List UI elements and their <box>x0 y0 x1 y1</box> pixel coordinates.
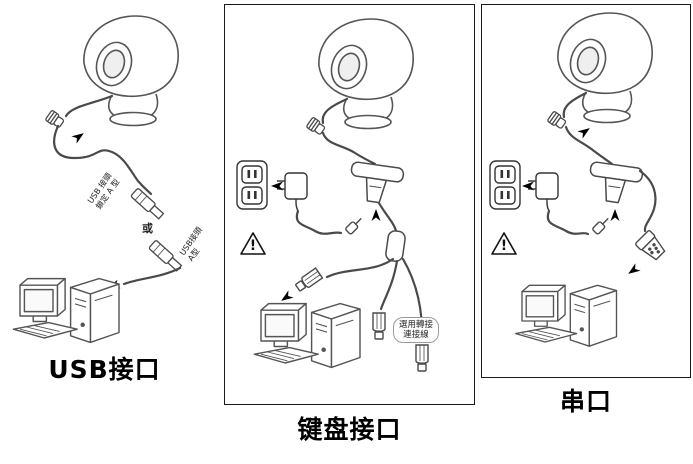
usb-pigtail-cable <box>122 266 182 286</box>
plug-direction-arrow <box>577 124 593 139</box>
y-cable-trunk <box>377 201 399 237</box>
scanner-illustration <box>83 15 179 127</box>
branch-to-computer <box>325 257 395 279</box>
t-adapter-illustration <box>585 160 644 207</box>
panel-title-usb: USB接口 <box>48 355 161 384</box>
keyboard-diagram-art: ! <box>236 18 429 372</box>
serial-cable <box>638 169 657 233</box>
scanner-cable <box>64 94 114 118</box>
power-cable <box>546 209 590 236</box>
usb-diagram-art <box>12 15 184 344</box>
panel-title-keyboard: 键盘接口 <box>297 415 402 444</box>
usb-cable <box>53 124 153 196</box>
panel-keyboard: ! 選用轉接 連接線 <box>224 4 475 405</box>
wall-outlet-illustration <box>489 160 521 210</box>
power-adapter-illustration <box>276 172 308 212</box>
interface-cable <box>321 131 377 166</box>
db9-serial-connector <box>634 229 669 264</box>
dc-plug-icon <box>591 214 612 236</box>
panel-serial: ! <box>481 4 691 378</box>
warning-exclamation: ! <box>250 238 256 254</box>
panel-title-serial: 串口 <box>559 387 612 416</box>
plug-up-arrow <box>371 209 381 221</box>
keyboard-connector-to-pc <box>293 267 324 294</box>
adapter-note-line2: 連接線 <box>403 330 429 340</box>
cable-connector-icon <box>44 109 66 130</box>
usb-connector-fixed <box>129 187 166 221</box>
plug-up-arrow <box>610 209 620 221</box>
wall-outlet-illustration <box>236 160 268 210</box>
panel-usb: USB 接頭 鎖定 A 型 或 USB接頭 A型 USB接口 <box>0 0 218 464</box>
serial-diagram-art: ! <box>489 12 669 347</box>
branch-female <box>379 259 399 311</box>
to-computer-arrow <box>625 263 641 278</box>
to-computer-arrow <box>278 290 294 305</box>
y-adapter-illustration <box>346 160 405 207</box>
warning-exclamation: ! <box>501 238 507 254</box>
computer-illustration <box>12 277 120 344</box>
power-adapter-illustration <box>527 172 559 212</box>
keyboard-connector-female <box>372 312 386 340</box>
cable-sleeve <box>385 230 406 262</box>
usb-connector-detachable <box>147 239 184 273</box>
interface-cable <box>564 125 614 166</box>
scanner-illustration <box>318 18 414 130</box>
or-label: 或 <box>142 222 153 235</box>
adapter-cable-note: 選用轉接 連接線 <box>393 317 440 343</box>
keyboard-connector-male <box>415 344 429 372</box>
plug-direction-arrow <box>71 129 87 144</box>
computer-illustration <box>515 284 618 347</box>
scanner-illustration <box>557 12 653 124</box>
power-cable <box>295 209 343 235</box>
dc-plug-icon <box>344 214 365 236</box>
computer-illustration <box>253 302 361 369</box>
scanner-cable <box>562 91 588 119</box>
scanner-cable <box>321 97 349 125</box>
adapter-note-line1: 選用轉接 <box>399 320 434 330</box>
